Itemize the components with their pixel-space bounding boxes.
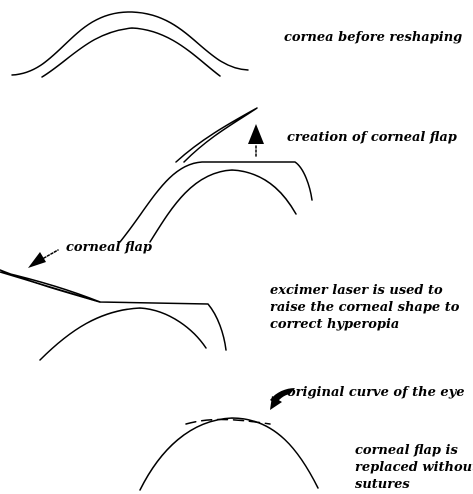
cornea-outer-curve-4: [139, 417, 319, 491]
arrow-up-right-icon: [248, 124, 264, 159]
cornea-outer-curve: [11, 11, 249, 76]
label-replaced-line-2: replaced without: [355, 460, 473, 475]
label-corneal-flap: corneal flap: [66, 240, 153, 255]
cornea-inner-curve: [41, 27, 221, 78]
cornea-inner-curve-3: [39, 307, 207, 361]
arrow-down-left-icon: [28, 249, 59, 268]
cornea-bed-curve: [119, 161, 313, 243]
label-excimer-line-3: correct hyperopia: [270, 317, 400, 332]
label-replaced-line-3: sutures: [355, 477, 410, 492]
original-curve-dashes: [185, 418, 271, 425]
cornea-inner-curve-2: [149, 169, 297, 243]
curved-arrow-down-left-icon: [270, 388, 295, 410]
label-original-curve-of-the-eye: original curve of the eye: [287, 385, 465, 400]
label-replaced-line-1: corneal flap is: [355, 443, 458, 458]
label-cornea-before-reshaping: cornea before reshaping: [284, 30, 463, 45]
label-excimer-line-2: raise the corneal shape to: [270, 300, 460, 315]
cornea-bed-curve-3: [0, 271, 227, 351]
label-excimer-line-1: excimer laser is used to: [270, 283, 443, 298]
lifted-flap: [175, 107, 258, 163]
label-creation-of-corneal-flap: creation of corneal flap: [287, 130, 457, 145]
